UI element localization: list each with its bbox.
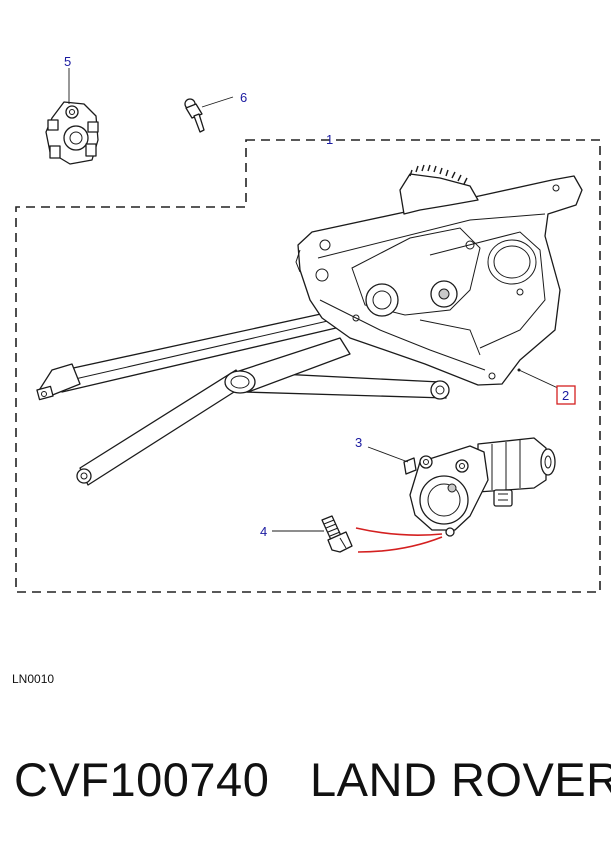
callout-4[interactable]: 4	[260, 524, 267, 539]
diagram-reference-code: LN0010	[12, 672, 55, 686]
callout-5[interactable]: 5	[64, 54, 71, 69]
clip	[45, 101, 99, 165]
callout-3[interactable]: 3	[355, 435, 362, 450]
part-number: CVF100740	[14, 753, 270, 806]
highlight-curve-upper	[355, 527, 443, 536]
bolt	[321, 515, 353, 553]
regulator-arms	[36, 311, 450, 486]
window-regulator-diagram: 1 2 3 4 5 6	[15, 54, 601, 593]
motor-assembly	[403, 437, 556, 537]
callout-6[interactable]: 6	[240, 90, 247, 105]
leader-line-6	[201, 96, 234, 108]
footer-caption: CVF100740 LAND ROVER	[14, 752, 611, 807]
highlight-curve-lower	[357, 536, 443, 553]
backplate	[295, 164, 583, 386]
assembly-boundary	[15, 139, 601, 593]
leader-line-3	[367, 446, 409, 463]
pin	[184, 98, 205, 133]
footer-bar	[0, 700, 611, 849]
callout-2[interactable]: 2	[562, 388, 569, 403]
leader-line-2	[518, 369, 561, 390]
callout-2-highlight-box	[556, 385, 576, 405]
brand-name: LAND ROVER	[310, 753, 611, 806]
callout-1[interactable]: 1	[326, 132, 333, 147]
